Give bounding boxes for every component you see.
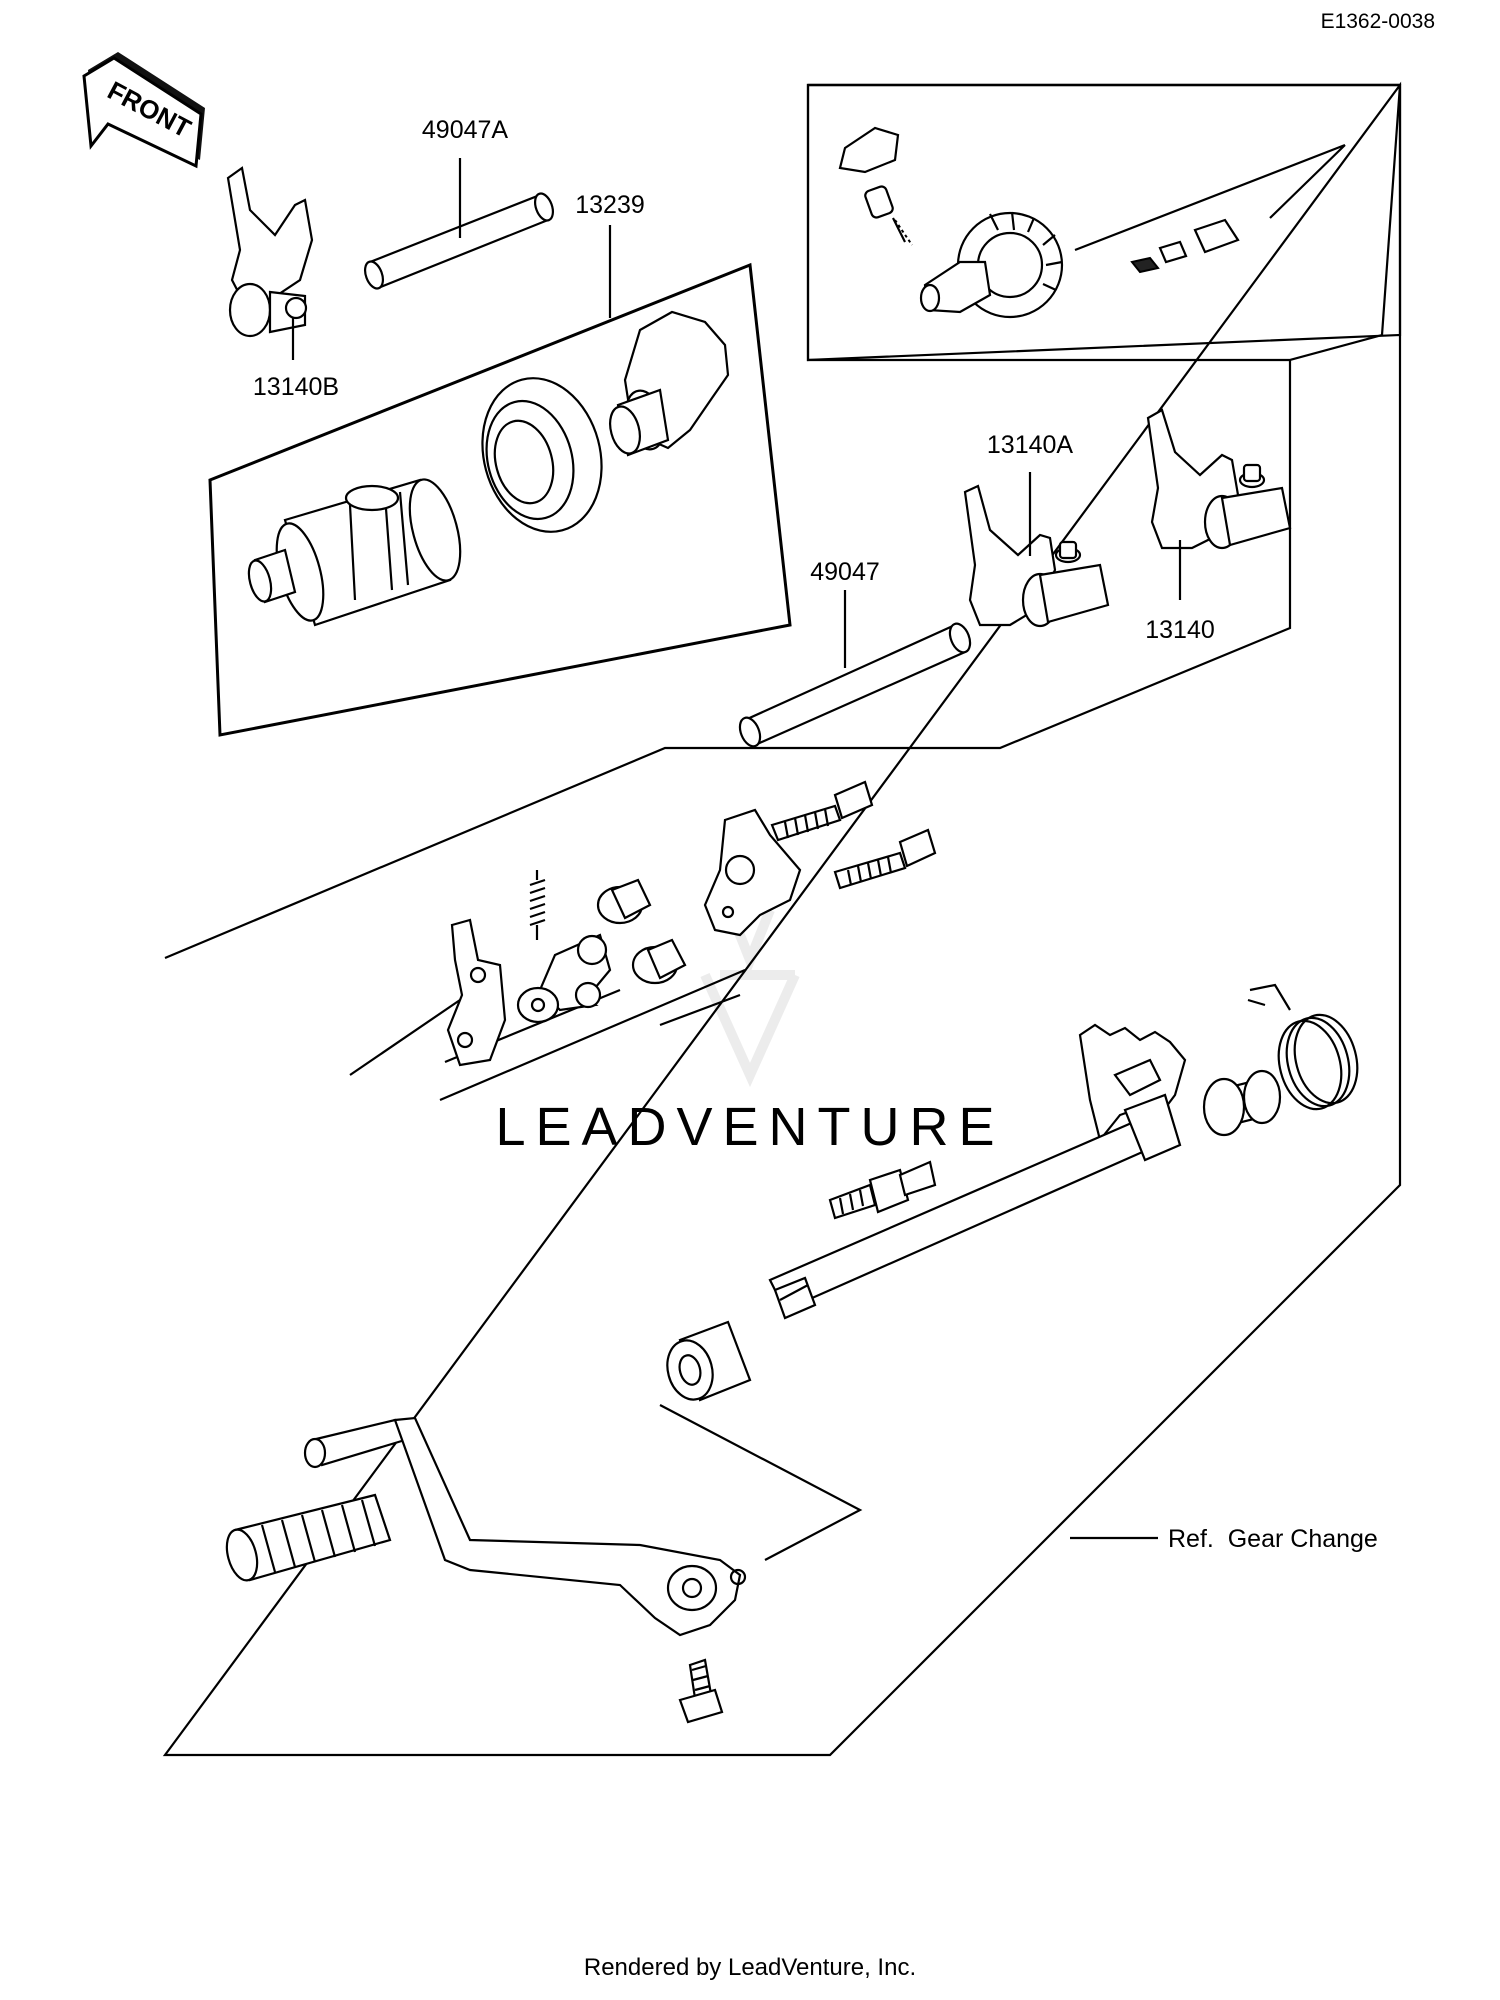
part-label-49047: 49047 (810, 558, 880, 586)
watermark-text: LEADVENTURE (495, 1097, 1004, 1157)
shift-drum-assembly-13239 (208, 225, 792, 737)
shift-fork-13140b (226, 166, 314, 360)
watermark-logo-icon (700, 908, 800, 1088)
part-label-13140a: 13140A (987, 431, 1074, 459)
shift-rod-49047a (363, 158, 555, 290)
part-label-13140b: 13140B (253, 373, 339, 401)
shift-drum-stopper-box (806, 83, 1402, 362)
shift-mechanism (225, 780, 1359, 1724)
part-label-13140: 13140 (1145, 616, 1215, 644)
part-label-13239: 13239 (575, 191, 645, 219)
reference-note: Ref. Gear Change (1168, 1525, 1378, 1553)
shift-fork-13140 (1146, 408, 1292, 600)
part-label-49047a: 49047A (422, 116, 509, 144)
shift-fork-13140a (963, 472, 1110, 628)
diagram-code: E1362-0038 (1321, 10, 1435, 33)
shift-rod-49047 (738, 590, 972, 748)
front-arrow-icon: FRONT (82, 52, 205, 169)
footer-credit: Rendered by LeadVenture, Inc. (584, 1954, 916, 1981)
